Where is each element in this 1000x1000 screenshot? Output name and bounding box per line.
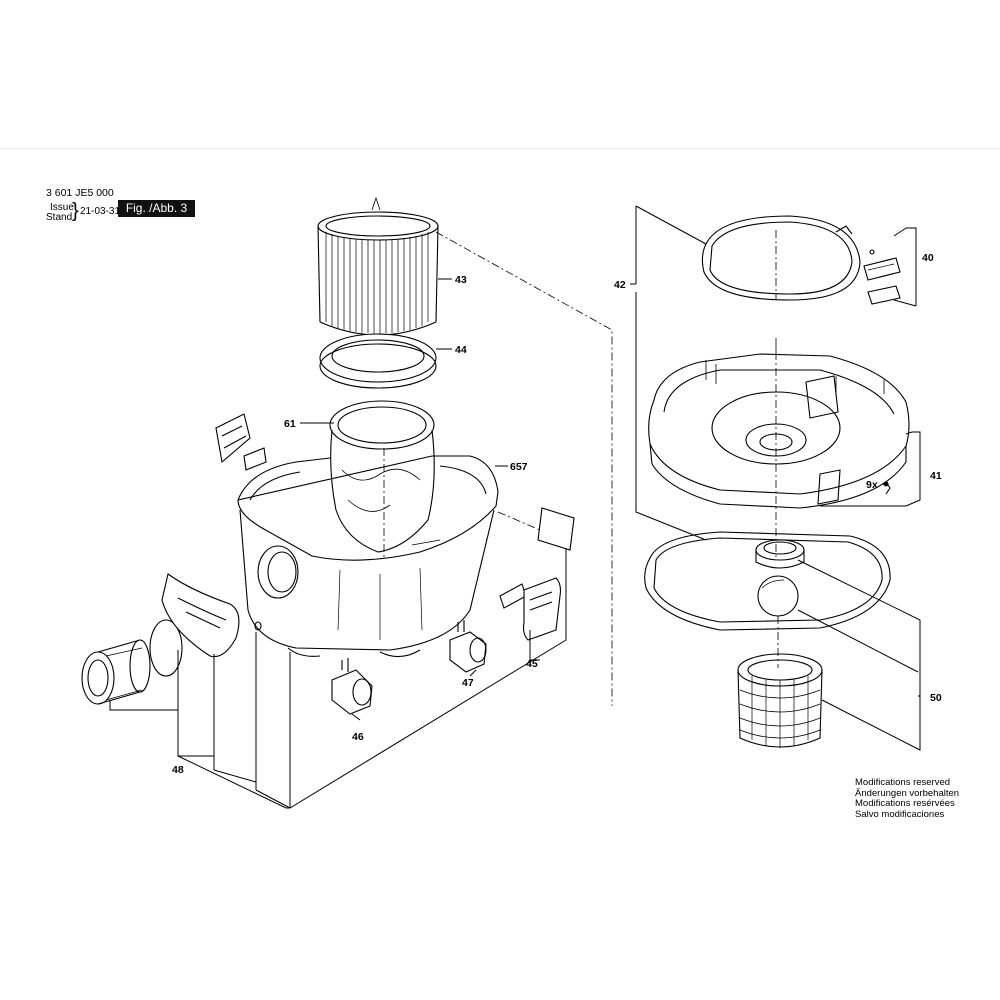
issue-label: Issue — [50, 202, 74, 213]
callout-labels: 43 44 61 657 45 47 46 48 42 40 41 9x 50 — [172, 252, 942, 776]
label-43: 43 — [455, 274, 467, 286]
float-cage — [737, 653, 823, 748]
assembly-axes — [383, 230, 779, 706]
container-tub — [237, 455, 499, 658]
bottom-seal-ring — [644, 531, 891, 631]
label-61: 61 — [284, 418, 296, 430]
label-45: 45 — [526, 658, 538, 670]
float-valve-ring — [755, 539, 805, 569]
part-number: 3 601 JE5 000 — [46, 187, 114, 199]
lid-seal-ring — [701, 215, 861, 301]
label-41: 41 — [930, 470, 942, 482]
note-fr: Modifications resérvées — [855, 798, 955, 809]
brace-icon: } — [72, 200, 79, 222]
latch-clip — [215, 413, 267, 471]
castor-wheel-rear — [449, 620, 487, 673]
label-40: 40 — [922, 252, 934, 264]
label-9x: 9x — [866, 479, 878, 491]
note-es: Salvo modificaciones — [855, 808, 945, 820]
stand-label: Stand — [46, 212, 73, 223]
cartridge-filter — [317, 196, 439, 336]
filter-seal-ring — [319, 333, 437, 389]
label-44: 44 — [455, 344, 467, 356]
label-50: 50 — [930, 692, 942, 704]
screw-icon — [883, 481, 889, 487]
label-47: 47 — [462, 677, 474, 689]
figure-badge: Fig. /Abb. 3 — [118, 200, 195, 217]
float-ball — [757, 575, 799, 617]
label-46: 46 — [352, 731, 364, 743]
callout-leaders — [109, 205, 921, 809]
hose-connector-set — [81, 573, 262, 705]
clip-set — [863, 249, 901, 305]
note-en: Modifications reserved — [855, 777, 951, 788]
note-de: Änderungen vorbehalten — [855, 787, 960, 799]
page-divider — [0, 148, 1000, 149]
modifications-note: Modifications reserved Änderungen vorbeh… — [855, 777, 960, 820]
label-657: 657 — [510, 461, 528, 473]
label-42: 42 — [614, 279, 626, 291]
accessory-holder — [499, 507, 575, 641]
castor-wheel-front — [331, 658, 373, 715]
label-48: 48 — [172, 764, 184, 776]
filter-bag — [329, 400, 435, 553]
issue-date: 21-03-31 — [80, 206, 121, 217]
